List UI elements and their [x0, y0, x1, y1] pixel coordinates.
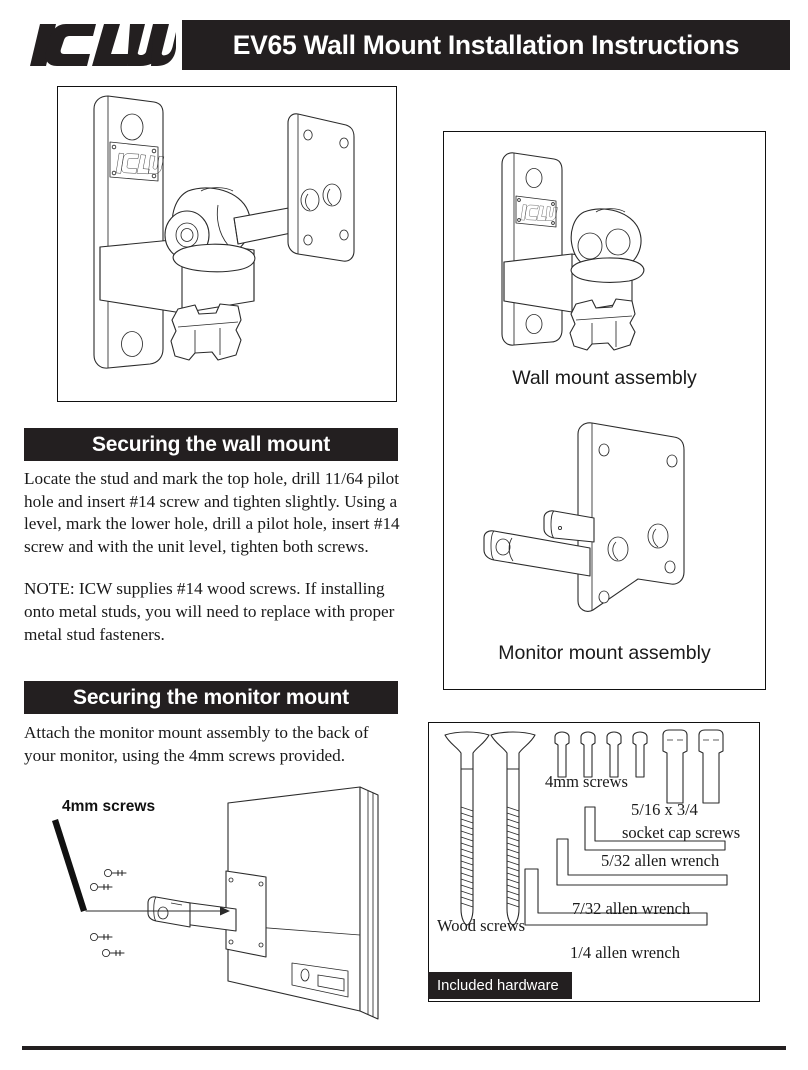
hardware-label-wood-screws: Wood screws	[437, 916, 526, 935]
section-body-monitor-mount: Attach the monitor mount assembly to the…	[24, 722, 396, 767]
page-title: EV65 Wall Mount Installation Instruction…	[232, 29, 740, 60]
included-hardware-panel	[428, 722, 760, 1002]
hardware-label-wrench-1-4: 1/4 allen wrench	[570, 943, 680, 962]
allen-wrench-icon	[556, 838, 728, 886]
paragraph-wall-note: NOTE: ICW supplies #14 wood screws. If i…	[24, 579, 395, 644]
ev65-exploded-diagram	[93, 95, 355, 369]
main-illustration-panel	[57, 86, 397, 402]
4mm-screw-icon	[554, 731, 570, 778]
hardware-label-wrench-5-32: 5/32 allen wrench	[601, 851, 720, 870]
paragraph-monitor-attach: Attach the monitor mount assembly to the…	[24, 723, 369, 765]
screw-icon-group	[89, 868, 127, 958]
assembly-panel: Wall mount assembly Monitor mount assemb…	[443, 131, 766, 690]
monitor-mount-assembly-diagram	[483, 422, 685, 612]
monitor-attachment-diagram	[52, 786, 379, 1020]
monitor-mount-assembly-caption: Monitor mount assembly	[498, 642, 711, 664]
socket-cap-screw-icon	[698, 729, 724, 804]
section-heading-monitor-mount-label: Securing the monitor mount	[73, 685, 349, 709]
section-heading-wall-mount-label: Securing the wall mount	[91, 432, 331, 456]
paragraph-wall-steps: Locate the stud and mark the top hole, d…	[24, 469, 400, 556]
4mm-screw-icon	[606, 731, 622, 778]
included-hardware-tab-label: Included hardware	[437, 977, 559, 994]
hardware-label-socket-cap-size: 5/16 x 3/4	[631, 800, 698, 819]
allen-wrench-icon	[584, 806, 726, 851]
wood-screw-icon	[444, 731, 490, 926]
included-hardware-tab: Included hardware	[428, 972, 572, 999]
section-body-wall-mount: Locate the stud and mark the top hole, d…	[24, 468, 404, 646]
hardware-label-4mm-screws: 4mm screws	[545, 772, 628, 791]
callout-label-4mm-screws: 4mm screws	[62, 798, 156, 815]
wall-mount-assembly-caption: Wall mount assembly	[512, 367, 697, 389]
hardware-label-wrench-7-32: 7/32 allen wrench	[572, 899, 691, 918]
hardware-label-socket-cap-screws: socket cap screws	[622, 823, 741, 842]
wood-screw-icon	[490, 731, 536, 926]
4mm-screw-icon	[632, 731, 648, 778]
allen-wrench-icon	[524, 868, 708, 926]
icw-logo	[26, 18, 176, 72]
socket-cap-screw-icon	[662, 729, 688, 804]
footer-rule	[22, 1046, 786, 1050]
4mm-screw-icon	[580, 731, 596, 778]
header-title-banner: EV65 Wall Mount Installation Instruction…	[182, 20, 790, 70]
wall-mount-assembly-diagram	[501, 152, 645, 351]
hardware-inventory-diagram	[444, 729, 728, 926]
section-heading-monitor-mount: Securing the monitor mount	[24, 681, 398, 714]
section-heading-wall-mount: Securing the wall mount	[24, 428, 398, 461]
